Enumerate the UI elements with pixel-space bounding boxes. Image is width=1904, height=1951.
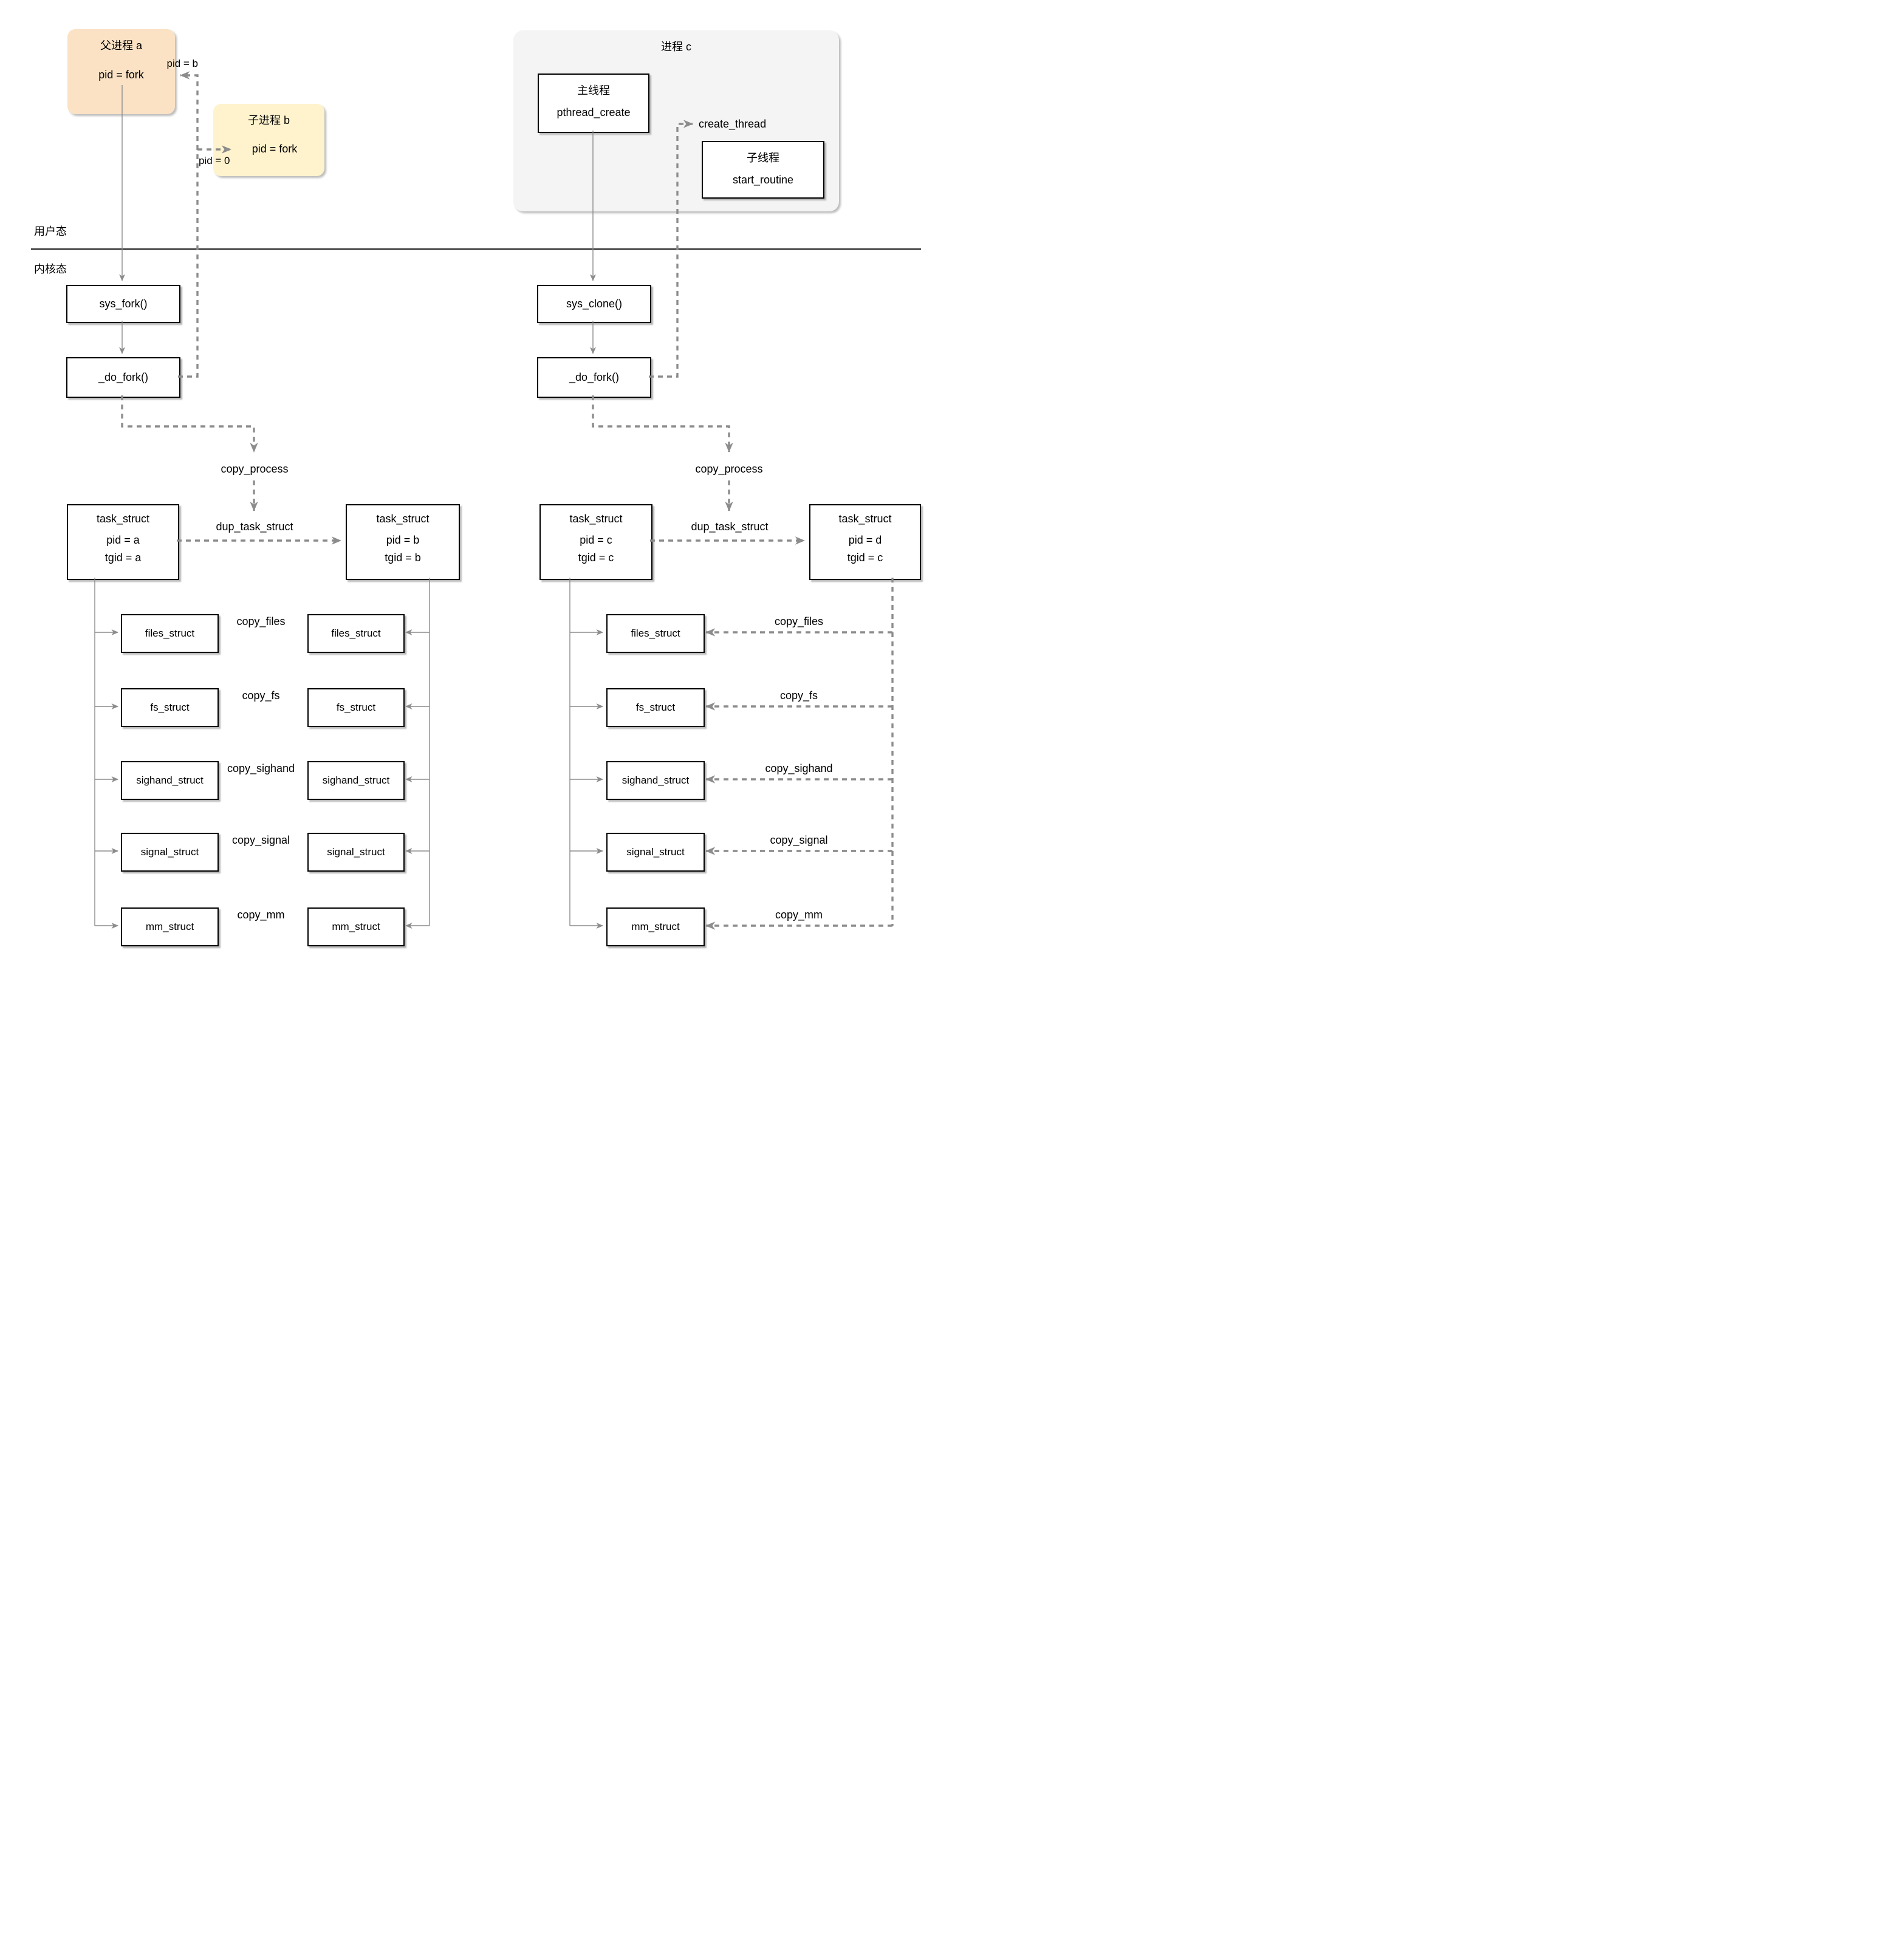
parent-pid-fork-text: pid = fork xyxy=(98,69,144,81)
resource-box: sighand_struct xyxy=(307,761,405,800)
task-struct-b-title: task_struct xyxy=(376,513,430,525)
resource-box: mm_struct xyxy=(121,907,219,946)
child-pid-fork-text: pid = fork xyxy=(252,143,298,155)
resource-box-label: files_struct xyxy=(331,627,381,639)
task-struct-c-title: task_struct xyxy=(569,513,623,525)
resource-box-label: sighand_struct xyxy=(136,774,204,786)
sys-clone-box: sys_clone() xyxy=(537,285,651,323)
sys-fork-box: sys_fork() xyxy=(66,285,180,323)
do-fork-label-clone-side: _do_fork() xyxy=(569,371,620,383)
resource-box: fs_struct xyxy=(121,688,219,727)
resource-box: fs_struct xyxy=(606,688,705,727)
task-struct-b-box: task_struct pid = b tgid = b xyxy=(346,504,460,580)
do-fork-box-fork-side: _do_fork() xyxy=(66,357,180,398)
resource-box: files_struct xyxy=(307,614,405,653)
do-fork-box-clone-side: _do_fork() xyxy=(537,357,651,398)
diagram-canvas: 父进程 a pid = fork 子进程 b pid = fork 进程 c 主… xyxy=(0,0,952,976)
task-struct-d-tgid: tgid = c xyxy=(847,552,883,564)
child-thread-body: start_routine xyxy=(732,174,794,186)
child-thread-box: 子线程 start_routine xyxy=(702,141,824,199)
task-struct-d-box: task_struct pid = d tgid = c xyxy=(809,504,921,580)
resource-box-label: fs_struct xyxy=(150,702,190,713)
sys-clone-label: sys_clone() xyxy=(566,298,623,310)
resource-box-label: mm_struct xyxy=(631,921,680,932)
task-struct-c-box: task_struct pid = c tgid = c xyxy=(539,504,652,580)
resource-box-label: signal_struct xyxy=(626,846,685,858)
task-struct-d-pid: pid = d xyxy=(848,534,882,546)
child-thread-title: 子线程 xyxy=(747,152,779,164)
parent-process-box: 父进程 a xyxy=(67,29,175,114)
task-struct-d-title: task_struct xyxy=(838,513,892,525)
resource-box-label: mm_struct xyxy=(145,921,194,932)
resource-box: fs_struct xyxy=(307,688,405,727)
task-struct-b-pid: pid = b xyxy=(386,534,420,546)
resource-box-label: signal_struct xyxy=(327,846,385,858)
process-c-title: 进程 c xyxy=(660,41,691,53)
child-process-box: 子进程 b xyxy=(213,104,324,176)
resource-box-label: files_struct xyxy=(145,627,195,639)
resource-box: sighand_struct xyxy=(606,761,705,800)
task-struct-c-pid: pid = c xyxy=(580,534,612,546)
resource-box-label: sighand_struct xyxy=(322,774,390,786)
task-struct-a-box: task_struct pid = a tgid = a xyxy=(67,504,179,580)
resource-box-label: fs_struct xyxy=(635,702,676,713)
resource-box-label: signal_struct xyxy=(140,846,199,858)
parent-process-title: 父进程 a xyxy=(100,39,142,52)
resource-box: files_struct xyxy=(606,614,705,653)
resource-box-label: files_struct xyxy=(631,627,680,639)
resource-box: mm_struct xyxy=(307,907,405,946)
task-struct-a-tgid: tgid = a xyxy=(104,552,142,564)
child-process-title: 子进程 b xyxy=(247,114,290,126)
task-struct-a-pid: pid = a xyxy=(106,534,140,546)
resource-box: sighand_struct xyxy=(121,761,219,800)
resource-box: signal_struct xyxy=(606,833,705,872)
resource-box: files_struct xyxy=(121,614,219,653)
resource-box: signal_struct xyxy=(121,833,219,872)
resource-box: mm_struct xyxy=(606,907,705,946)
resource-box-label: fs_struct xyxy=(336,702,376,713)
main-thread-box: 主线程 pthread_create xyxy=(538,73,649,133)
resource-box: signal_struct xyxy=(307,833,405,872)
resource-box-label: sighand_struct xyxy=(622,774,690,786)
task-struct-b-tgid: tgid = b xyxy=(385,552,421,564)
main-thread-body: pthread_create xyxy=(556,106,631,118)
main-thread-title: 主线程 xyxy=(577,84,610,97)
sys-fork-label: sys_fork() xyxy=(99,298,148,310)
task-struct-c-tgid: tgid = c xyxy=(578,552,614,564)
task-struct-a-title: task_struct xyxy=(96,513,150,525)
resource-box-label: mm_struct xyxy=(332,921,380,932)
do-fork-label-fork-side: _do_fork() xyxy=(98,371,149,383)
